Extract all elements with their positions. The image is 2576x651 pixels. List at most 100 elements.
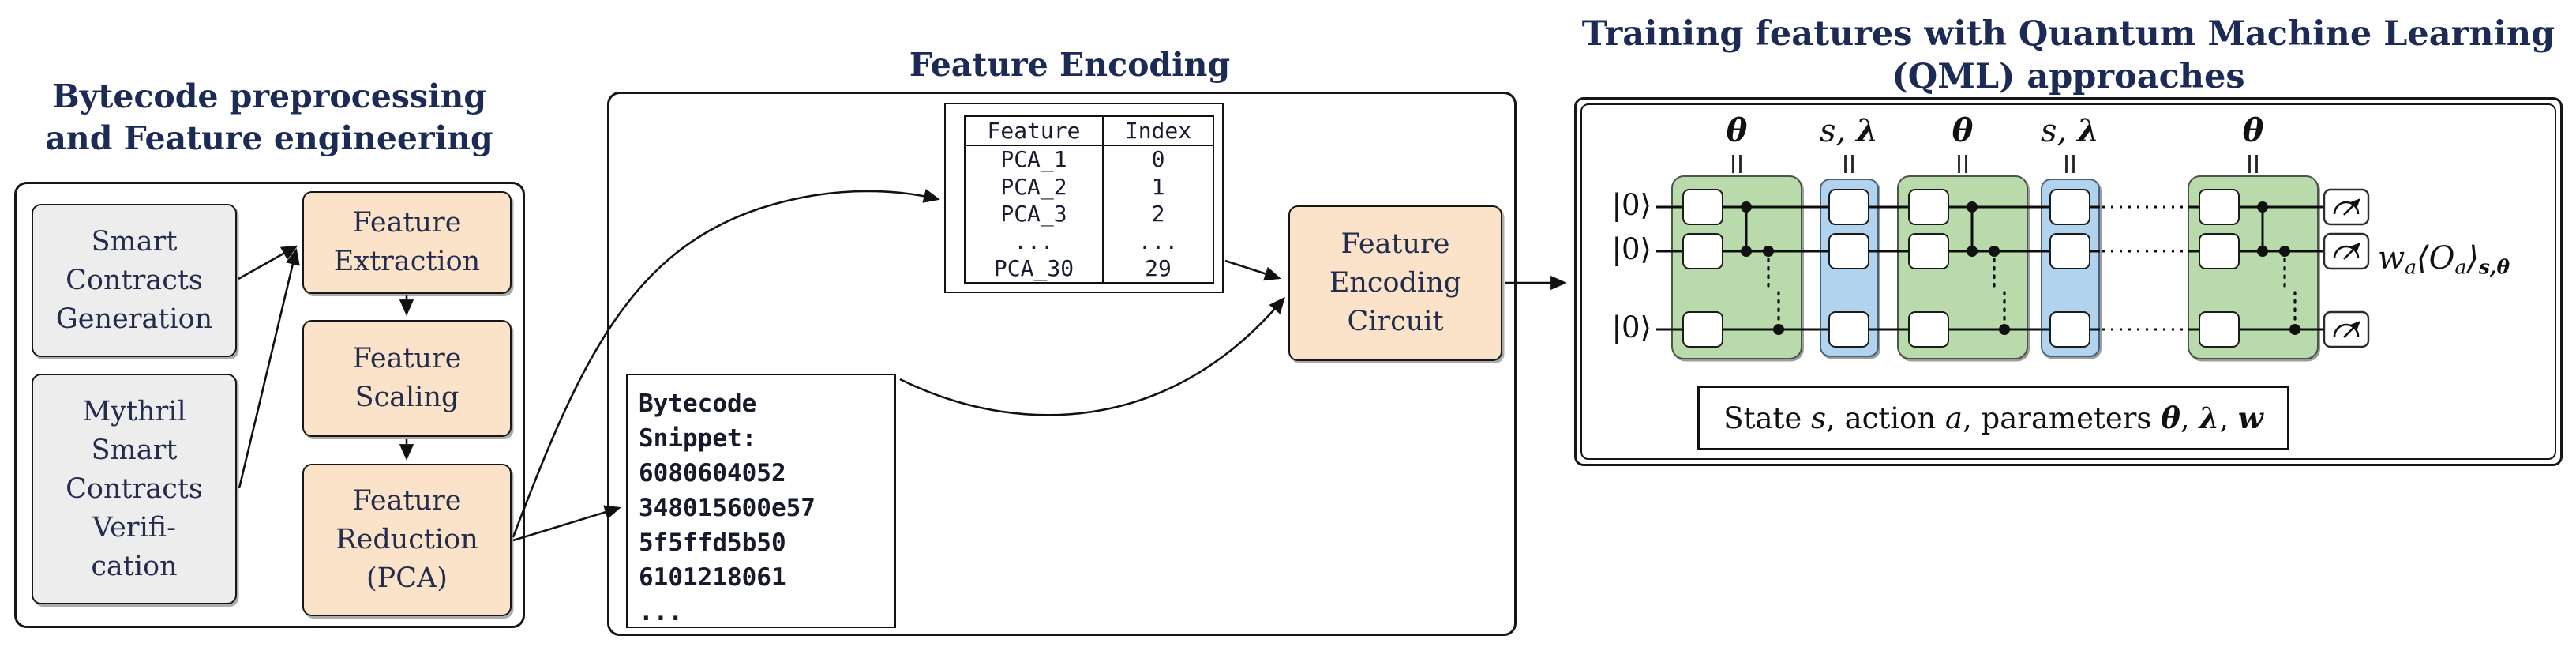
- entangling-gates-block3: [2257, 201, 2300, 335]
- table-cell: 0: [1151, 146, 1165, 173]
- formula-part: a: [2454, 255, 2467, 279]
- bytecode-line: 5f5ffd5b50: [639, 529, 786, 557]
- qubit-label-2: |0⟩: [1611, 310, 1652, 344]
- node-feature-encoding-circuit: Feature Encoding Circuit: [1288, 205, 1502, 361]
- table-cell: PCA_3: [966, 200, 1104, 228]
- table-cell: ...: [966, 228, 1104, 255]
- bytecode-line: 6101218061: [639, 563, 786, 592]
- node-line: Encoding: [1329, 267, 1462, 299]
- node-line: Smart: [91, 225, 178, 258]
- qml-title-line1: Training features with Quantum Machine L…: [1581, 14, 2555, 54]
- node-feature-reduction-pca: Feature Reduction (PCA): [302, 464, 512, 616]
- qubit-label-0: |0⟩: [1611, 188, 1652, 222]
- node-line: Verifi-: [92, 511, 176, 544]
- qml-section-inner-frame: [1580, 103, 2556, 460]
- bytecode-line: 6080604052: [639, 459, 786, 487]
- node-line: Feature: [352, 485, 462, 517]
- node-line: Feature: [1340, 228, 1450, 260]
- node-feature-extraction: Feature Extraction: [302, 191, 512, 294]
- qml-section-title: Training features with Quantum Machine L…: [1573, 13, 2564, 98]
- encoding-gate: [2049, 189, 2090, 225]
- bytecode-line: 348015600e57: [639, 494, 816, 522]
- column-label-s-lambda-1: s, λ: [1786, 112, 1912, 149]
- bytecode-line: Snippet:: [639, 424, 757, 453]
- label-part: λ: [2076, 112, 2099, 149]
- left-title-line2: Feature engineering: [123, 119, 493, 157]
- caption-part: , action: [1826, 401, 1945, 435]
- encoding-gate: [1828, 233, 1869, 269]
- caption-part: , parameters: [1962, 401, 2162, 435]
- expectation-value-formula: wa⟨Oa⟩s,θ: [2378, 240, 2510, 278]
- rotation-gate: [1908, 311, 1949, 348]
- node-smart-contracts-generation: Smart Contracts Generation: [32, 204, 237, 357]
- table-cell: ...: [1138, 228, 1179, 254]
- table-header-feature: Feature: [966, 117, 1104, 146]
- label-part: λ: [1855, 112, 1878, 149]
- table-cell: PCA_2: [966, 173, 1104, 201]
- node-line: Circuit: [1347, 306, 1444, 337]
- node-line: Smart: [91, 434, 178, 466]
- table-cell: 29: [1145, 255, 1172, 282]
- formula-part: a: [2405, 255, 2417, 279]
- node-line: cation: [91, 550, 178, 582]
- table-header-index: Index: [1104, 117, 1213, 146]
- bytecode-snippet-box: Bytecode Snippet: 6080604052 348015600e5…: [626, 374, 896, 628]
- table-cell: 2: [1151, 201, 1165, 228]
- node-line: Contracts: [66, 472, 203, 505]
- node-line: Feature: [352, 343, 462, 374]
- arrow-generation-to-extraction: [238, 245, 298, 280]
- column-label-s-lambda-2: s, λ: [2007, 112, 2133, 149]
- rotation-gate: [1682, 311, 1723, 348]
- entangling-gates-block1: [1741, 201, 1784, 335]
- node-line: Reduction: [336, 524, 478, 555]
- measurement-gauge-icon: [2323, 188, 2370, 226]
- node-line: Scaling: [354, 382, 459, 413]
- column-label-theta-3: θ: [2190, 112, 2316, 149]
- measurement-gauge-icon: [2323, 310, 2370, 348]
- rotation-gate: [1908, 189, 1949, 225]
- qml-title-line2: (QML) approaches: [1892, 57, 2245, 96]
- arrow-reduction-to-table-curve: [512, 188, 940, 538]
- label-part: θ: [2242, 112, 2264, 149]
- entangling-gates-block2: [1967, 201, 2010, 335]
- column-label-theta-1: θ: [1674, 112, 1800, 149]
- caption-part: w: [2237, 401, 2263, 435]
- rotation-gate: [1682, 233, 1723, 269]
- label-part: s,: [1819, 113, 1856, 149]
- caption-part: θ: [2161, 401, 2180, 435]
- formula-part: s,θ: [2478, 255, 2510, 279]
- node-line: Extraction: [333, 246, 481, 277]
- arrow-table-to-circuit: [1224, 259, 1281, 281]
- formula-part: ⟩: [2466, 240, 2479, 277]
- table-cell: PCA_1: [966, 145, 1104, 173]
- table-cell: PCA_30: [966, 254, 1104, 282]
- table-cell: 1: [1151, 173, 1165, 200]
- parameters-caption-box: State s, action a, parameters θ, λ, w: [1697, 386, 2289, 450]
- rotation-gate: [2199, 233, 2240, 269]
- encoding-gate: [1828, 189, 1869, 225]
- node-feature-scaling: Feature Scaling: [302, 320, 512, 437]
- bytecode-line: ...: [639, 598, 683, 627]
- arrow-mythril-to-extraction: [238, 248, 300, 489]
- column-label-theta-2: θ: [1899, 112, 2026, 149]
- node-line: Generation: [55, 303, 213, 335]
- measurement-gauge-icon: [2323, 232, 2370, 270]
- bytecode-line: Bytecode: [639, 389, 757, 418]
- feature-index-table: Feature Index PCA_1 0 PCA_2 1 PCA_3 2 ..…: [964, 115, 1214, 284]
- middle-section-title: Feature Encoding: [909, 46, 1231, 84]
- caption-part: s: [1811, 401, 1827, 435]
- rotation-gate: [2199, 311, 2240, 348]
- caption-part: a: [1944, 401, 1963, 435]
- left-section-title: Bytecode preprocessing and Feature engin…: [24, 76, 515, 160]
- rotation-gate: [1682, 189, 1723, 225]
- label-part: s,: [2040, 113, 2077, 149]
- arrow-reduction-to-bytecode: [512, 505, 621, 542]
- label-part: θ: [1726, 112, 1748, 149]
- rotation-gate: [1908, 233, 1949, 269]
- arrow-bytecode-to-circuit-curve: [899, 296, 1285, 416]
- rotation-gate: [2199, 189, 2240, 225]
- formula-part: ⟨O: [2417, 240, 2455, 277]
- caption-part: ,: [2180, 401, 2199, 435]
- encoding-gate: [2049, 311, 2090, 348]
